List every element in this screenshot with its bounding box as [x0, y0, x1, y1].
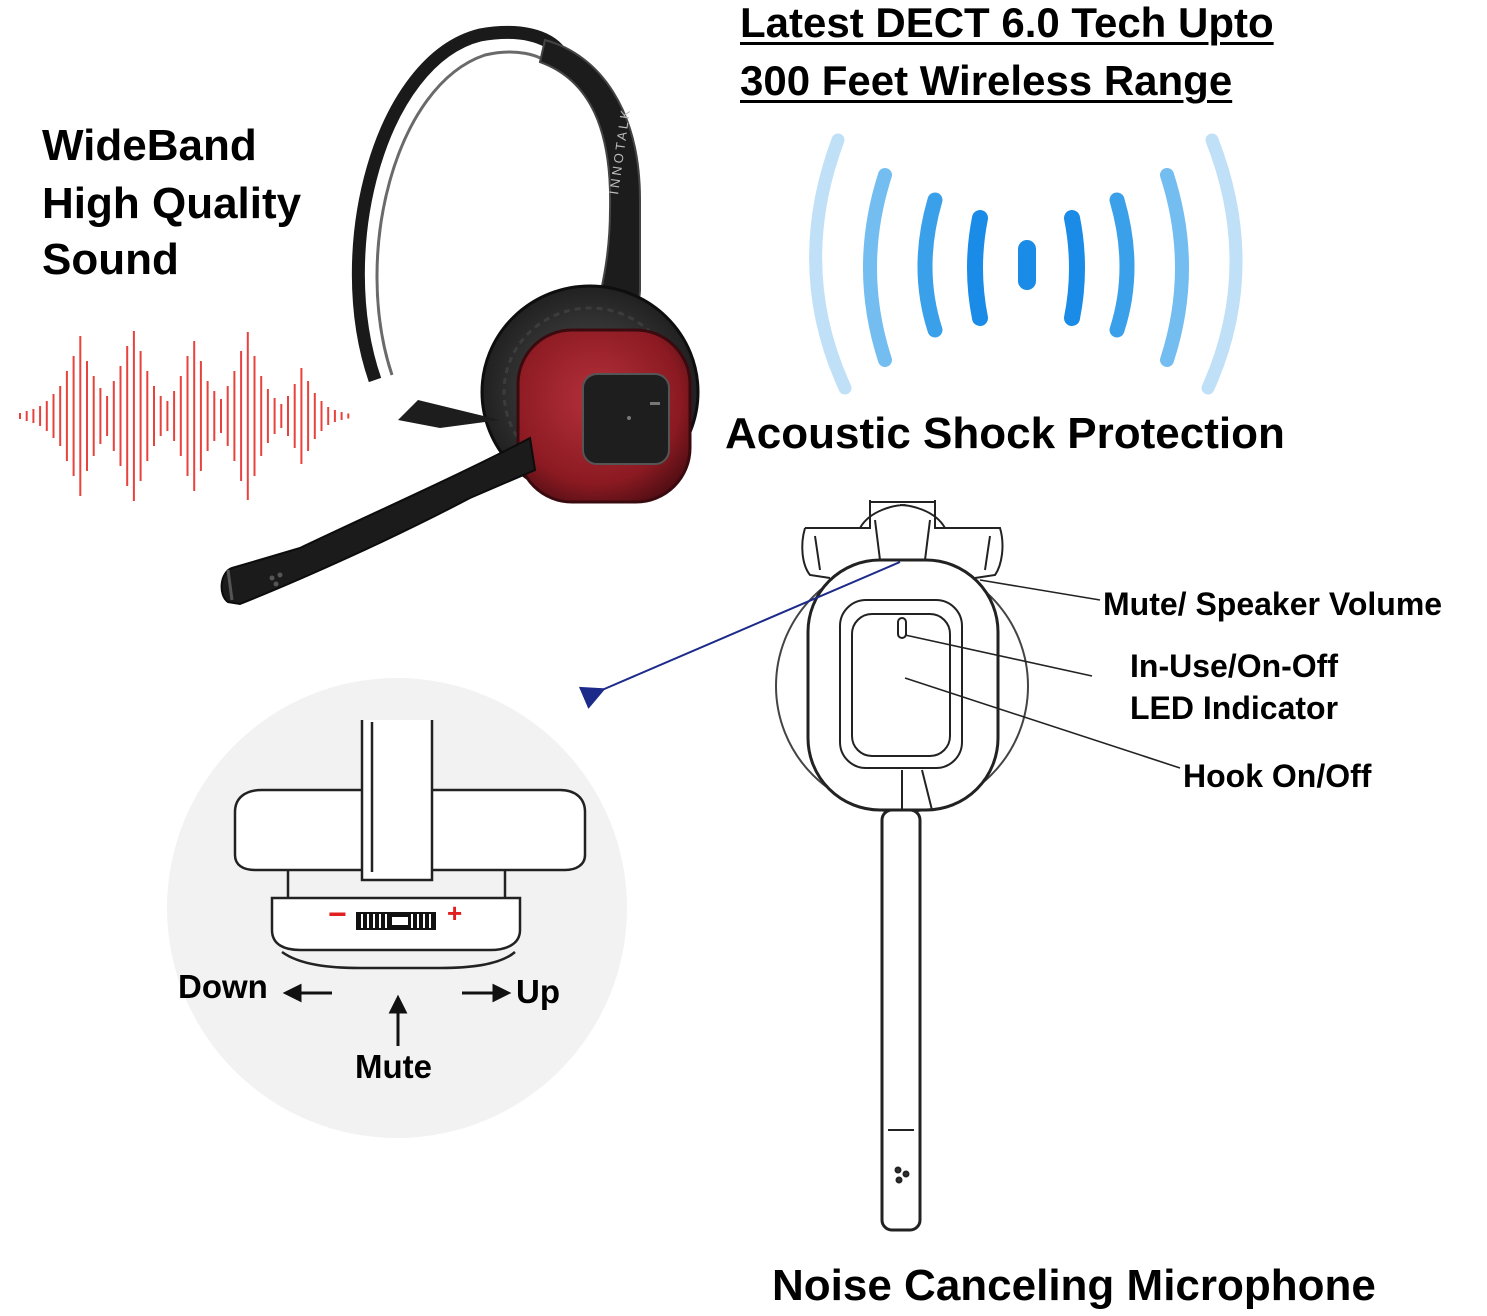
callout-mute-volume: Mute/ Speaker Volume: [1103, 586, 1443, 622]
dial-down-label: Down: [178, 968, 268, 1005]
volume-plus-label: +: [447, 898, 462, 928]
feature-sound-line-2: High Quality: [42, 179, 302, 228]
headset-line-drawing: [775, 500, 1029, 1232]
feature-sound-line-1: WideBand: [42, 121, 257, 170]
headline-line-1: Latest DECT 6.0 Tech Upto: [740, 0, 1274, 46]
feature-acoustic-shock: Acoustic Shock Protection: [725, 409, 1285, 458]
callout-leader-lines: [904, 579, 1181, 769]
headset-photo: INNOTALK: [220, 26, 700, 606]
volume-minus-label: −: [328, 896, 347, 932]
volume-dial-zoom: [167, 678, 627, 1138]
wireless-signal-icon: [809, 133, 1243, 395]
callout-hook: Hook On/Off: [1183, 758, 1372, 794]
zoom-pointer-arrow: [578, 561, 901, 709]
callout-led-line-1: In-Use/On-Off: [1130, 648, 1338, 684]
dial-up-label: Up: [516, 973, 560, 1010]
feature-sound-line-3: Sound: [42, 235, 179, 284]
feature-microphone: Noise Canceling Microphone: [772, 1261, 1376, 1310]
dial-direction-arrows: [282, 983, 512, 1046]
headline-line-2: 300 Feet Wireless Range: [740, 57, 1233, 104]
dial-mute-label: Mute: [355, 1048, 432, 1085]
soundwave-graphic: [19, 331, 350, 501]
callout-led-line-2: LED Indicator: [1130, 690, 1339, 726]
